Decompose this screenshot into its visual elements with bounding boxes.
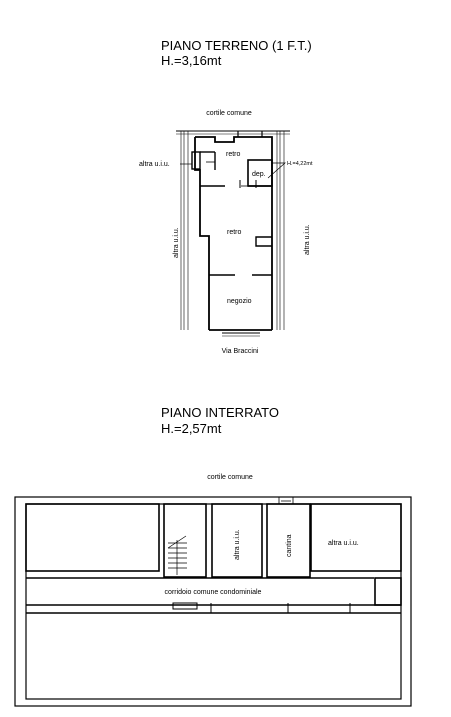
rear-middle-label: retro — [227, 229, 242, 236]
ground-floor-height: H.=3,16mt — [161, 53, 222, 68]
storage-height-label: H.=4,22mt — [287, 161, 313, 167]
neighbour-wall-left — [180, 131, 189, 330]
basement-other-unit-label: altra u.i.u. — [328, 540, 359, 547]
neighbour-wall-right — [276, 131, 285, 330]
ground-floor-title: PIANO TERRENO (1 F.T.) — [161, 38, 312, 53]
rear-top-label: retro — [226, 151, 241, 158]
basement-title: PIANO INTERRATO — [161, 405, 279, 420]
corridor-label: corridoio comune condominiale — [165, 589, 262, 596]
basement-courtyard-label: cortile comune — [207, 474, 253, 481]
cellar-label: cantina — [286, 534, 293, 557]
ground-other-unit-vertical-right-label: altra u.i.u. — [304, 224, 311, 255]
staircase — [167, 535, 187, 575]
basement-plan — [14, 496, 412, 707]
unit-outer-wall — [195, 136, 273, 330]
ground-courtyard-label: cortile comune — [206, 110, 252, 117]
shop-label: negozio — [227, 298, 252, 305]
basement-other-unit-vertical-label: altra u.i.u. — [234, 529, 241, 560]
basement-height: H.=2,57mt — [161, 421, 222, 436]
street-label: Via Braccini — [222, 348, 259, 355]
storage-label: dep. — [252, 171, 266, 178]
ground-other-unit-vertical-left-label: altra u.i.u. — [173, 227, 180, 258]
ground-floor-plan — [176, 130, 290, 337]
ground-other-unit-left-label: altra u.i.u. — [139, 161, 170, 168]
